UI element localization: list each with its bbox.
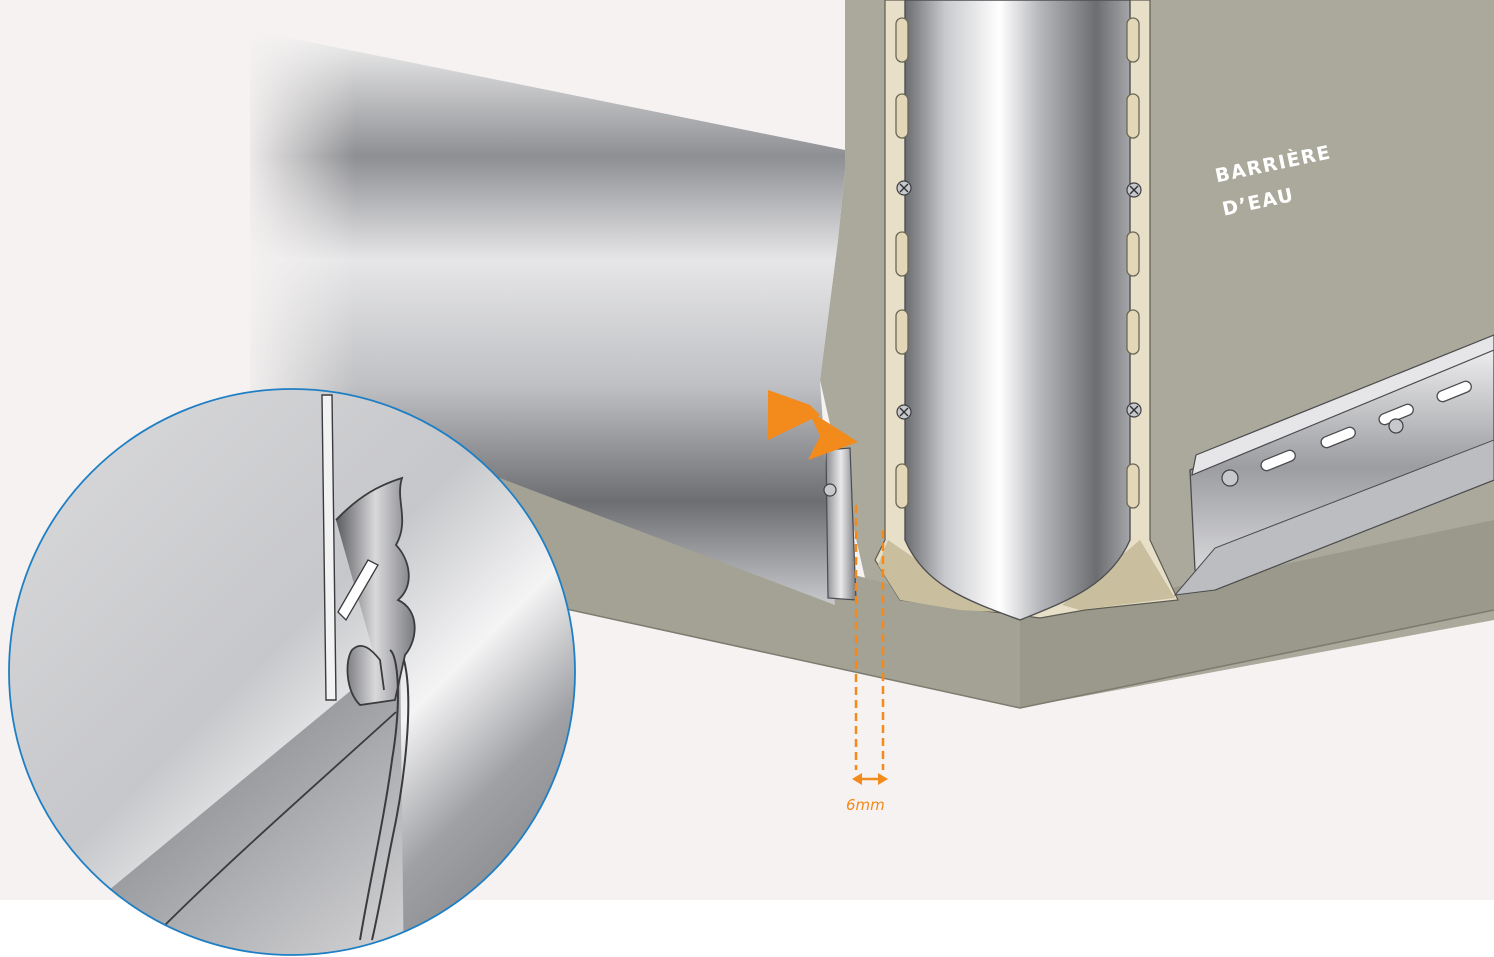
rail-screw-icon [1221,418,1404,487]
gap-guides [854,505,885,770]
channel-shadow-right [1062,540,1175,610]
rail-nail-slots [1260,380,1472,472]
nail-slots-right [1126,17,1140,509]
nail-slots-left [895,17,909,509]
starter-rail-lip [1173,439,1494,596]
foundation-right-face [1020,520,1494,708]
gap-measure-label: 6mm [846,796,885,814]
corner-post [904,0,1131,621]
screw-heads [899,183,1139,417]
double-headed-arrow-icon [852,773,888,785]
starter-rail-top [1191,334,1494,476]
starter-strip [825,447,857,601]
double-chevron-arrow-icon [768,390,858,460]
